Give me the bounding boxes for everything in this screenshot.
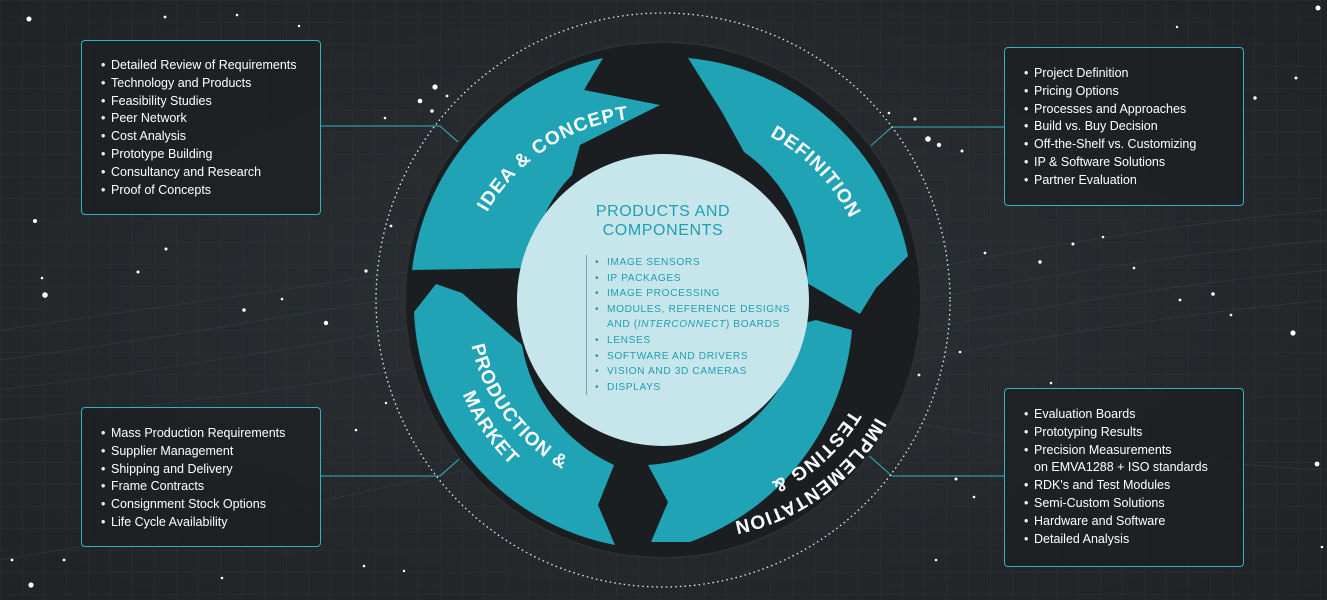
- list-item: Semi-Custom Solutions: [1024, 495, 1233, 513]
- list-item: Proof of Concepts: [101, 182, 310, 200]
- outer-dotted-ring: [375, 12, 951, 588]
- list-item: IP & Software Solutions: [1024, 154, 1233, 172]
- list-item: Build vs. Buy Decision: [1024, 118, 1233, 136]
- list-item: Consignment Stock Options: [101, 496, 310, 514]
- list-item: Detailed Analysis: [1024, 531, 1233, 549]
- list-item: Frame Contracts: [101, 478, 310, 496]
- arrow-idea-concept: [412, 58, 660, 270]
- list-item: SOFTWARE AND DRIVERS: [595, 349, 790, 365]
- arrow-production-market: [414, 284, 615, 545]
- phase-arrows: [412, 58, 908, 545]
- products-list: IMAGE SENSORS IP PACKAGES IMAGE PROCESSI…: [586, 255, 790, 396]
- idea-concept-box: Detailed Review of Requirements Technolo…: [81, 40, 321, 215]
- arrow-definition: [688, 58, 908, 314]
- production-market-box: Mass Production Requirements Supplier Ma…: [81, 407, 321, 547]
- list-item: Supplier Management: [101, 443, 310, 461]
- list-item: RDK's and Test Modules: [1024, 477, 1233, 495]
- list-item: VISION AND 3D CAMERAS: [595, 364, 790, 380]
- list-item: DISPLAYS: [595, 380, 790, 396]
- list-item-continuation: AND (INTERCONNECT) BOARDS: [607, 319, 780, 331]
- stars: [10, 5, 1324, 588]
- list-item: Partner Evaluation: [1024, 172, 1233, 190]
- list-item: Detailed Review of Requirements: [101, 57, 310, 75]
- list-item: Consultancy and Research: [101, 164, 310, 182]
- list-item: Cost Analysis: [101, 128, 310, 146]
- list-item: Precision Measurements: [1024, 442, 1233, 460]
- list-item: Prototype Building: [101, 146, 310, 164]
- list-item: Prototyping Results: [1024, 424, 1233, 442]
- list-item: Life Cycle Availability: [101, 514, 310, 532]
- list-item: Shipping and Delivery: [101, 461, 310, 479]
- list-item: Evaluation Boards: [1024, 406, 1233, 424]
- list-item: Processes and Approaches: [1024, 101, 1233, 119]
- list-item: Technology and Products: [101, 75, 310, 93]
- list-item: Project Definition: [1024, 65, 1233, 83]
- list-item: Feasibility Studies: [101, 93, 310, 111]
- list-item: MODULES, REFERENCE DESIGNS: [595, 302, 790, 318]
- list-item: Peer Network: [101, 110, 310, 128]
- list-item: LENSES: [595, 333, 790, 349]
- list-item: Pricing Options: [1024, 83, 1233, 101]
- list-item: IP PACKAGES: [595, 271, 790, 287]
- list-item: Hardware and Software: [1024, 513, 1233, 531]
- list-item-continuation: on EMVA1288 + ISO standards: [1034, 460, 1208, 475]
- list-item: IMAGE SENSORS: [595, 255, 790, 271]
- arrow-testing-implementation: [648, 320, 852, 542]
- definition-box: Project Definition Pricing Options Proce…: [1004, 47, 1244, 206]
- testing-implementation-box: Evaluation Boards Prototyping Results Pr…: [1004, 388, 1244, 567]
- list-item: IMAGE PROCESSING: [595, 286, 790, 302]
- list-item: Mass Production Requirements: [101, 425, 310, 443]
- center-title: PRODUCTS AND COMPONENTS: [595, 203, 731, 239]
- list-item: Off-the-Shelf vs. Customizing: [1024, 136, 1233, 154]
